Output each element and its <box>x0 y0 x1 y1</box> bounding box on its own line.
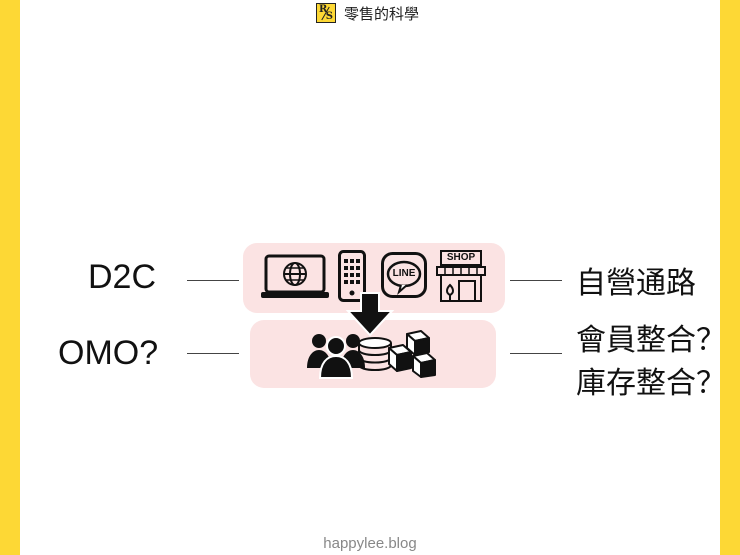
connector-line-left-bottom <box>187 353 239 354</box>
label-d2c: D2C <box>88 258 157 296</box>
connector-line-right-bottom <box>510 353 562 354</box>
header-title: 零售的科學 <box>344 4 420 23</box>
line-chat-text: LINE <box>392 268 416 279</box>
line-chat-icon: LINE <box>381 252 427 300</box>
footer-site: happylee.blog <box>323 535 417 552</box>
label-own-channels: 自營通路 <box>576 266 696 301</box>
down-arrow-icon <box>345 292 395 337</box>
brand-logo: R S <box>316 3 336 23</box>
label-member-integration: 會員整合？ <box>576 323 726 358</box>
header: R S 零售的科學 <box>316 3 419 23</box>
laptop-globe-icon <box>261 254 329 298</box>
shop-sign-text: SHOP <box>446 252 476 263</box>
connector-line-right-top <box>510 280 562 281</box>
label-omo: OMO? <box>58 334 159 372</box>
boxes-icon <box>388 330 436 378</box>
shop-storefront-icon: SHOP <box>433 249 489 303</box>
smartphone-icon <box>338 250 366 302</box>
connector-line-left-top <box>187 280 239 281</box>
label-inventory-integration: 庫存整合？ <box>576 366 726 401</box>
